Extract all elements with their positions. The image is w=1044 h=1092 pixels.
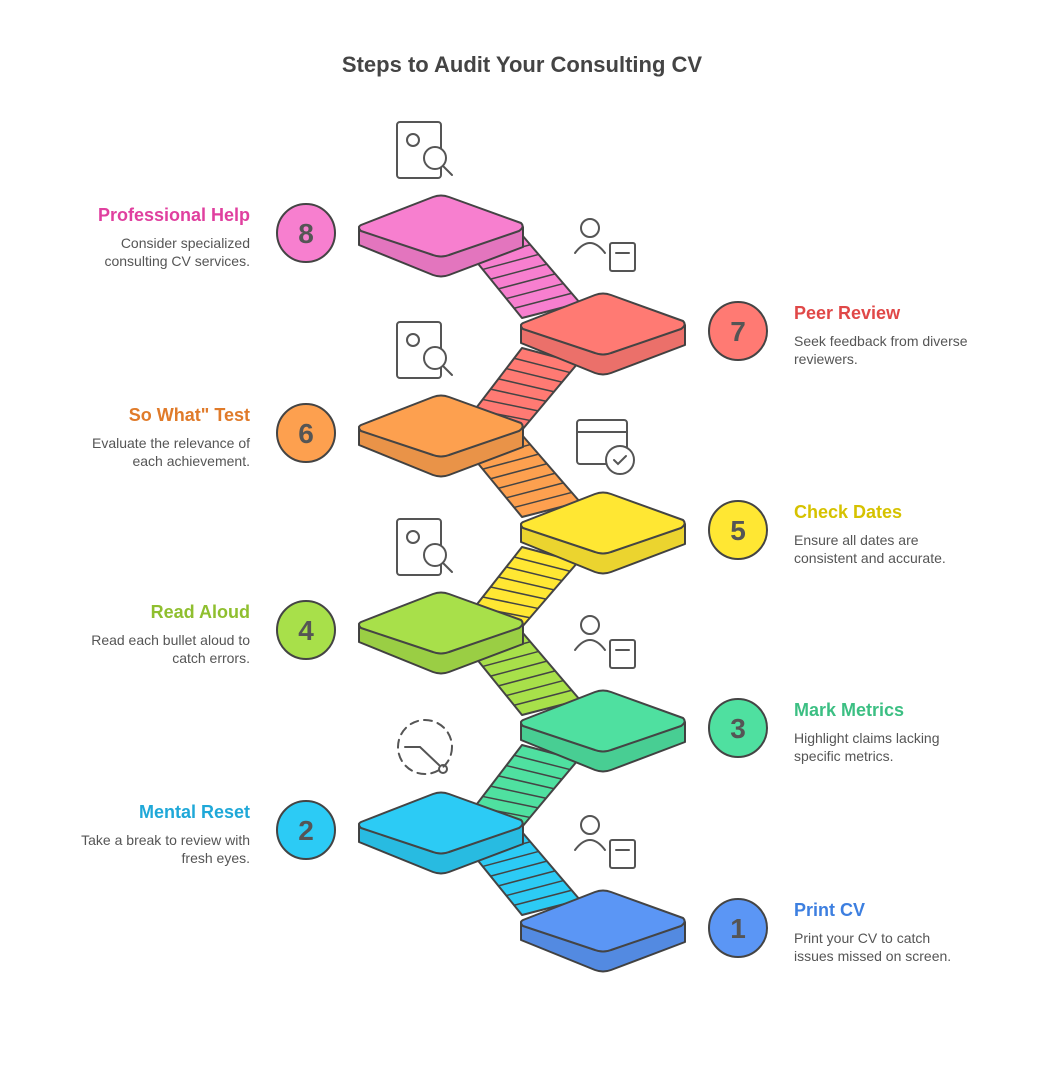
step-number-badge-1: 1 <box>708 898 768 958</box>
step-description: Take a break to review with fresh eyes. <box>81 832 250 866</box>
timer-icon <box>397 719 453 775</box>
step-number-badge-6: 6 <box>276 403 336 463</box>
step-number: 1 <box>730 913 746 944</box>
step-label-1: Print CV Print your CV to catch issues mi… <box>794 900 1034 965</box>
step-number-badge-8: 8 <box>276 203 336 263</box>
person-search-icon <box>396 518 453 576</box>
platform-6 <box>358 394 524 478</box>
resume-search-icon <box>396 121 453 179</box>
document-person-icon <box>574 815 636 869</box>
step-title: Print CV <box>794 900 866 920</box>
platform-1 <box>520 889 686 973</box>
step-description: Consider specialized consulting CV servi… <box>104 235 250 269</box>
step-title: Professional Help <box>97 205 250 225</box>
step-title: Mental Reset <box>138 802 250 822</box>
step-title: Read Aloud <box>150 602 250 622</box>
step-title: Mark Metrics <box>794 700 905 720</box>
question-person-icon <box>396 321 453 379</box>
platform-8 <box>358 194 524 278</box>
step-description: Read each bullet aloud to catch errors. <box>91 632 250 666</box>
step-description: Highlight claims lacking specific metric… <box>794 730 940 764</box>
platform-5 <box>520 491 686 575</box>
step-number-badge-5: 5 <box>708 500 768 560</box>
step-number: 6 <box>298 418 314 449</box>
step-title: So What" Test <box>128 405 250 425</box>
step-title: Check Dates <box>794 502 903 522</box>
people-document-icon <box>574 218 636 272</box>
step-number-badge-4: 4 <box>276 600 336 660</box>
step-number-badge-3: 3 <box>708 698 768 758</box>
step-number: 8 <box>298 218 314 249</box>
step-number: 4 <box>298 615 314 646</box>
step-number-badge-2: 2 <box>276 800 336 860</box>
platform-7 <box>520 292 686 376</box>
step-description: Ensure all dates are consistent and accu… <box>794 532 946 566</box>
calendar-check-icon <box>576 419 635 475</box>
platform-4 <box>358 591 524 675</box>
step-title: Peer Review <box>794 303 901 323</box>
step-number: 7 <box>730 316 746 347</box>
step-description: Print your CV to catch issues missed on … <box>794 930 952 964</box>
step-description: Evaluate the relevance of each achieveme… <box>92 435 250 469</box>
step-number: 2 <box>298 815 314 846</box>
platform-3 <box>520 689 686 773</box>
person-pen-icon <box>574 615 636 669</box>
step-number: 5 <box>730 515 746 546</box>
diagram-title: Steps to Audit Your Consulting CV <box>341 52 703 77</box>
step-number: 3 <box>730 713 746 744</box>
step-description: Seek feedback from diverse reviewers. <box>794 333 968 367</box>
platform-2 <box>358 791 524 875</box>
step-number-badge-7: 7 <box>708 301 768 361</box>
